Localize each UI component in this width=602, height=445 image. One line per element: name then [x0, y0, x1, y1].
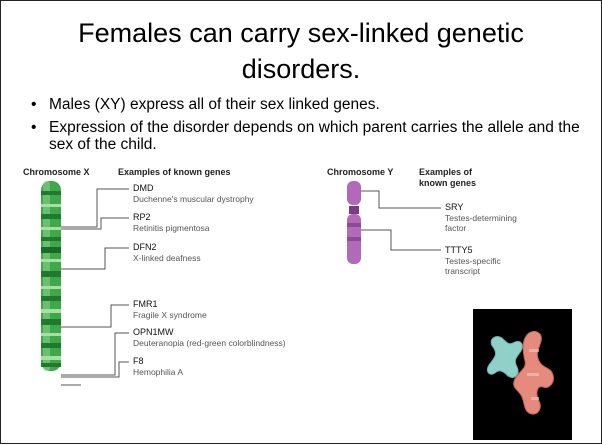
chromosome-photo-image [473, 309, 572, 440]
chromosome-x-shape [41, 181, 61, 371]
chromosome-y-shape [347, 181, 361, 264]
karyotype-photo [473, 309, 572, 440]
